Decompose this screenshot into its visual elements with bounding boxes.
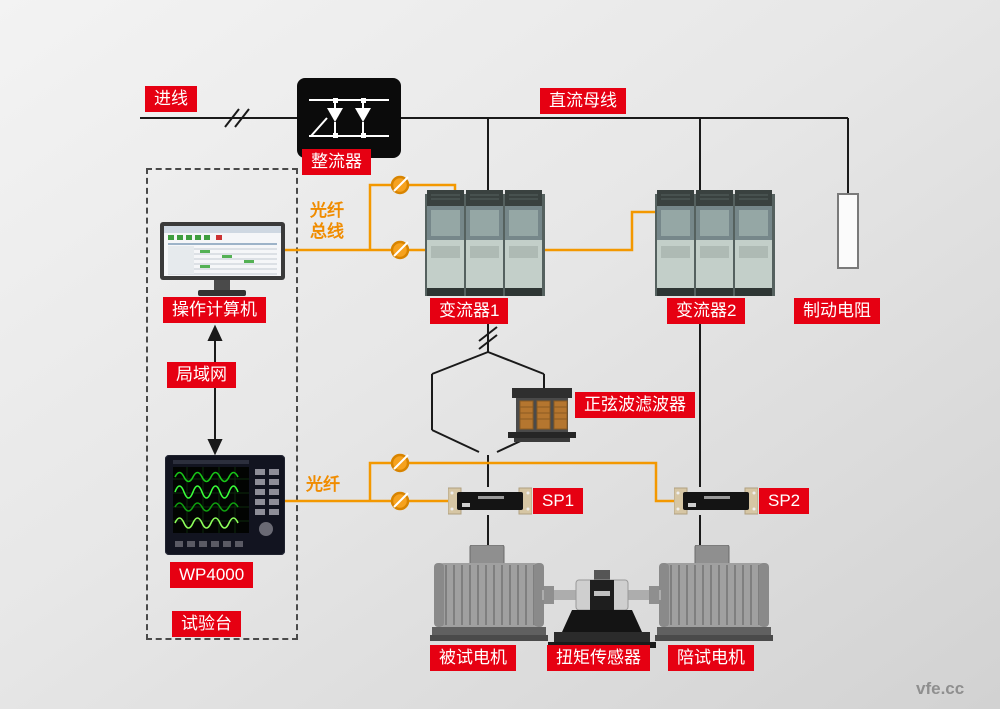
- converter1-output-slashes: [478, 326, 498, 350]
- incoming-wire-slashes: [224, 108, 250, 128]
- sp1-image: [448, 487, 532, 515]
- dc-bus-label: 直流母线: [540, 88, 626, 114]
- rectifier-label: 整流器: [302, 149, 371, 175]
- converter2-image: [655, 190, 775, 296]
- rectifier-image: [297, 78, 401, 158]
- incoming-label: 进线: [145, 86, 197, 112]
- watermark: vfe.cc: [916, 679, 965, 698]
- computer-label: 操作计算机: [163, 297, 266, 323]
- lan-arrow-down-icon: [207, 439, 223, 456]
- fiber-connector-icon: [390, 453, 410, 473]
- companion-motor-label: 陪试电机: [668, 645, 754, 671]
- converter1-image: [425, 190, 545, 296]
- test-bench-enclosure: [146, 168, 298, 640]
- brake-resistor-label: 制动电阻: [794, 298, 880, 324]
- computer-image: [160, 222, 285, 296]
- fiber-wires: [285, 175, 674, 511]
- sine-filter-label: 正弦波滤波器: [575, 392, 695, 418]
- torque-sensor-image: [542, 570, 661, 648]
- fiber-bus-label: 光纤 总线: [310, 201, 344, 241]
- brake-resistor-image: [837, 193, 859, 269]
- motor-under-test-label: 被试电机: [430, 645, 516, 671]
- fiber-bus-wire-branch: [368, 183, 392, 250]
- lan-arrow-up-icon: [207, 324, 223, 341]
- sp1-label: SP1: [533, 488, 584, 514]
- fiber-wire-branch-bottom: [368, 461, 392, 501]
- motor-under-test-image: [430, 545, 548, 641]
- power-wires: [140, 108, 849, 550]
- wp4000-image: [165, 455, 285, 555]
- torque-sensor-label: 扭矩传感器: [547, 645, 650, 671]
- fiber-connector-icon: [390, 491, 410, 511]
- companion-motor-image: [655, 545, 773, 641]
- test-bench-label: 试验台: [172, 611, 241, 637]
- dc-bus-wire: [401, 117, 849, 193]
- fiber-to-converter1: [408, 183, 457, 191]
- fiber-connector-icon: [390, 240, 410, 260]
- lan-label: 局域网: [167, 362, 236, 388]
- sp2-image: [674, 487, 758, 515]
- sp2-label: SP2: [759, 488, 810, 514]
- converter1-label: 变流器1: [430, 298, 509, 324]
- sine-filter-image: [508, 388, 576, 442]
- fiber-connector-icon: [390, 175, 410, 195]
- converter2-label: 变流器2: [667, 298, 746, 324]
- wp4000-label: WP4000: [170, 562, 254, 588]
- fiber-label: 光纤: [306, 475, 340, 494]
- fiber-to-sp2: [408, 461, 674, 503]
